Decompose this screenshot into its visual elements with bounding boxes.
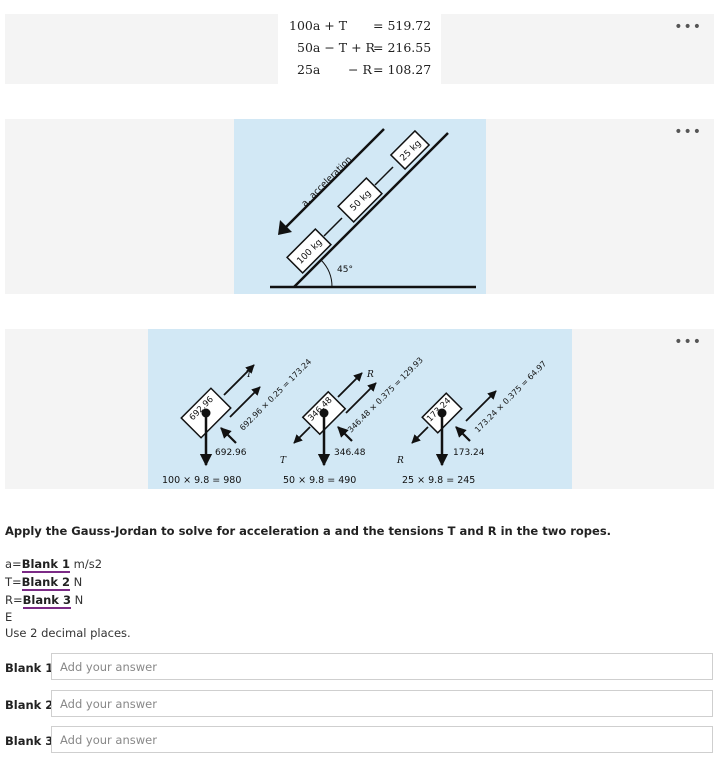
- fbd3-weight-label: 25 × 9.8 = 245: [402, 475, 475, 486]
- fbd2-reaction-arrow: [337, 426, 353, 442]
- fbd2-weight-label: 50 × 9.8 = 490: [283, 475, 356, 486]
- fbd2-tension-in-label: T: [280, 456, 287, 466]
- eq-row3-rhs: = 108.27: [373, 62, 432, 77]
- eq-row3-mid: − R: [348, 62, 372, 77]
- blank-3-marker[interactable]: Blank 3: [22, 593, 71, 609]
- fbd1-tension-label: T: [246, 370, 253, 380]
- angle-label: 45°: [337, 265, 353, 275]
- fbd3-tension-arrow: [411, 426, 429, 444]
- blank-3-input[interactable]: [51, 726, 713, 753]
- a-prefix: a=: [5, 557, 22, 571]
- more-options-icon[interactable]: •••: [674, 19, 702, 35]
- a-unit: m/s2: [70, 557, 103, 571]
- decimals-note: Use 2 decimal places.: [5, 626, 131, 640]
- answer-line-r: R=Blank 3 N: [5, 593, 84, 609]
- fbd2-reaction-label: 346.48: [334, 448, 366, 458]
- blank-2-input[interactable]: [51, 690, 713, 717]
- t-unit: N: [69, 575, 83, 589]
- acceleration-arrow: [278, 128, 385, 235]
- fbd1-along-arrow: [229, 386, 261, 418]
- eq-row2-lhs: 50a − T + R: [297, 40, 375, 55]
- fbd2-tension-out-label: R: [366, 370, 374, 380]
- eq-row1-lhs: 100a + T: [289, 18, 348, 33]
- mass-block-25kg: 25 kg: [389, 129, 431, 171]
- answer-line-t: T=Blank 2 N: [5, 575, 83, 591]
- fbd3-reaction-arrow: [455, 426, 471, 442]
- rope-2: [374, 166, 394, 186]
- more-options-icon[interactable]: •••: [674, 124, 702, 140]
- blank-2-marker[interactable]: Blank 2: [21, 575, 70, 591]
- fbd-figure: 692.96 T 692.96 × 0.25 = 173.24 692.96 1…: [148, 329, 572, 489]
- incline-figure: 45° a, acceleration 100 kg 50 kg 25 kg: [234, 119, 486, 294]
- fbd2-tension-in-arrow: [293, 426, 311, 444]
- rope-1: [323, 217, 343, 237]
- fbd2-along-arrow: [345, 382, 377, 414]
- blank-1-marker[interactable]: Blank 1: [21, 557, 70, 573]
- r-unit: N: [70, 593, 84, 607]
- eq-row2-rhs: = 216.55: [373, 40, 432, 55]
- fbd1-reaction-label: 692.96: [215, 448, 247, 458]
- t-prefix: T=: [5, 575, 22, 589]
- blank-1-label: Blank 1: [5, 661, 54, 675]
- eq-row3-lhs: 25a: [297, 62, 321, 77]
- fbd3-reaction-label: 173.24: [453, 448, 485, 458]
- more-options-icon[interactable]: •••: [674, 334, 702, 350]
- e-line: E: [5, 610, 13, 624]
- eq-row1-rhs: = 519.72: [373, 18, 432, 33]
- r-prefix: R=: [5, 593, 23, 607]
- fbd3-tension-label: R: [396, 456, 404, 466]
- incline-line: [293, 132, 449, 288]
- question-text: Apply the Gauss-Jordan to solve for acce…: [5, 524, 612, 538]
- blank-1-input[interactable]: [51, 653, 713, 680]
- answer-line-a: a=Blank 1 m/s2: [5, 557, 103, 573]
- angle-arc: [320, 259, 333, 288]
- fbd1-weight-label: 100 × 9.8 = 980: [162, 475, 241, 486]
- equations-image: 100a + T = 519.72 50a − T + R = 216.55 2…: [278, 14, 441, 84]
- blank-2-label: Blank 2: [5, 698, 54, 712]
- fbd3-along-arrow: [465, 390, 497, 422]
- blank-3-label: Blank 3: [5, 734, 54, 748]
- fbd1-tension-arrow: [223, 364, 255, 396]
- fbd1-reaction-arrow: [220, 427, 237, 444]
- fbd2-tension-out-arrow: [337, 372, 363, 398]
